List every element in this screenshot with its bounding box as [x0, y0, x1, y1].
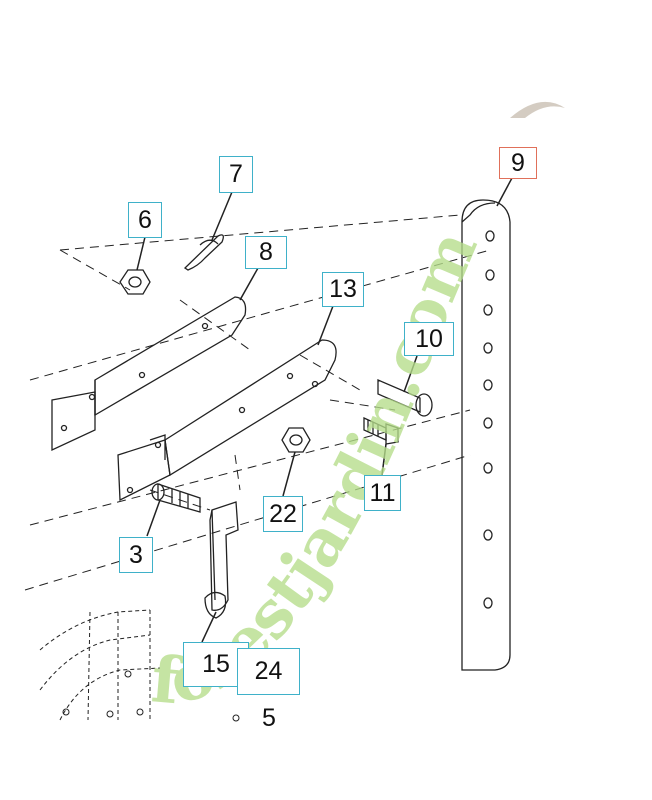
callout-10: 10 [404, 322, 454, 356]
partial-label-5: 5 [262, 704, 276, 732]
callout-13: 13 [322, 272, 364, 307]
callout-22: 22 [263, 496, 303, 532]
callout-6: 6 [128, 202, 162, 238]
part-15-bracket [204, 501, 239, 619]
machine-body-holes [62, 670, 240, 722]
part-9-bar [461, 199, 511, 671]
part-7-clip [183, 234, 224, 271]
part-22-nut [281, 427, 311, 453]
part-13-plate [117, 339, 337, 502]
part-8-plate [51, 296, 247, 452]
machine-body-partial [39, 609, 161, 721]
part-10-pin [377, 379, 433, 417]
callout-9: 9 [499, 147, 537, 179]
callout-3: 3 [119, 537, 153, 573]
callout-11: 11 [364, 475, 401, 511]
callout-24: 24 [237, 648, 300, 695]
part-11-bolt [363, 416, 399, 445]
callout-8: 8 [245, 236, 287, 269]
leader-lines [136, 177, 513, 643]
callout-7: 7 [219, 156, 253, 193]
part-3-bolt [151, 483, 201, 513]
part-6-nut [119, 269, 151, 295]
